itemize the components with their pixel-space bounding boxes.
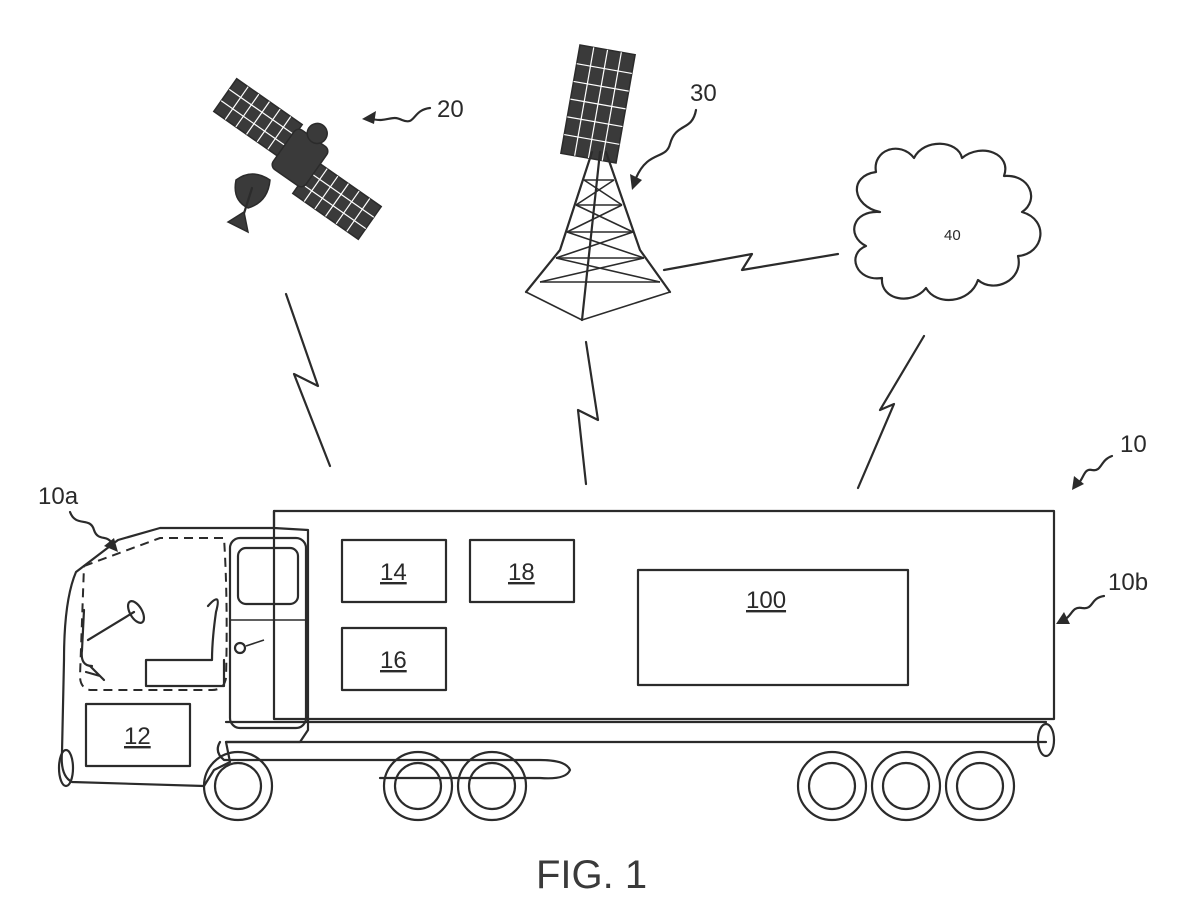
component-12-label: 12 [124, 723, 151, 750]
satellite-label: 20 [437, 96, 464, 123]
component-14-label: 14 [380, 559, 407, 586]
satellite-leader-arrowhead [362, 111, 376, 124]
wheels [204, 752, 1014, 820]
satellite-leader [368, 108, 430, 121]
cloud-icon [854, 144, 1040, 300]
trailer-leader [1064, 596, 1104, 620]
vehicle-label: 10 [1120, 431, 1147, 458]
cab-label: 10a [38, 483, 79, 510]
cab-door [230, 538, 306, 728]
figure-caption: FIG. 1 [536, 853, 647, 897]
vehicle-leader [1078, 456, 1112, 484]
tower-leader [636, 110, 696, 178]
tower-vehicle-link [578, 342, 598, 484]
satellite-icon [214, 79, 381, 240]
cell-tower-icon [526, 45, 670, 320]
cloud-vehicle-link [858, 336, 924, 488]
component-18-label: 18 [508, 559, 535, 586]
cloud-label: 40 [944, 227, 961, 244]
component-16-label: 16 [380, 647, 407, 674]
truck-icon [59, 511, 1054, 820]
cab-leader [70, 512, 112, 544]
satellite-vehicle-link [286, 294, 330, 466]
component-100-label: 100 [746, 587, 786, 614]
trailer-body [274, 511, 1054, 719]
cab-window [238, 548, 298, 604]
trailer-label: 10b [1108, 569, 1148, 596]
tower-cloud-link [664, 254, 838, 270]
cab-body [62, 511, 308, 786]
tower-label: 30 [690, 80, 717, 107]
